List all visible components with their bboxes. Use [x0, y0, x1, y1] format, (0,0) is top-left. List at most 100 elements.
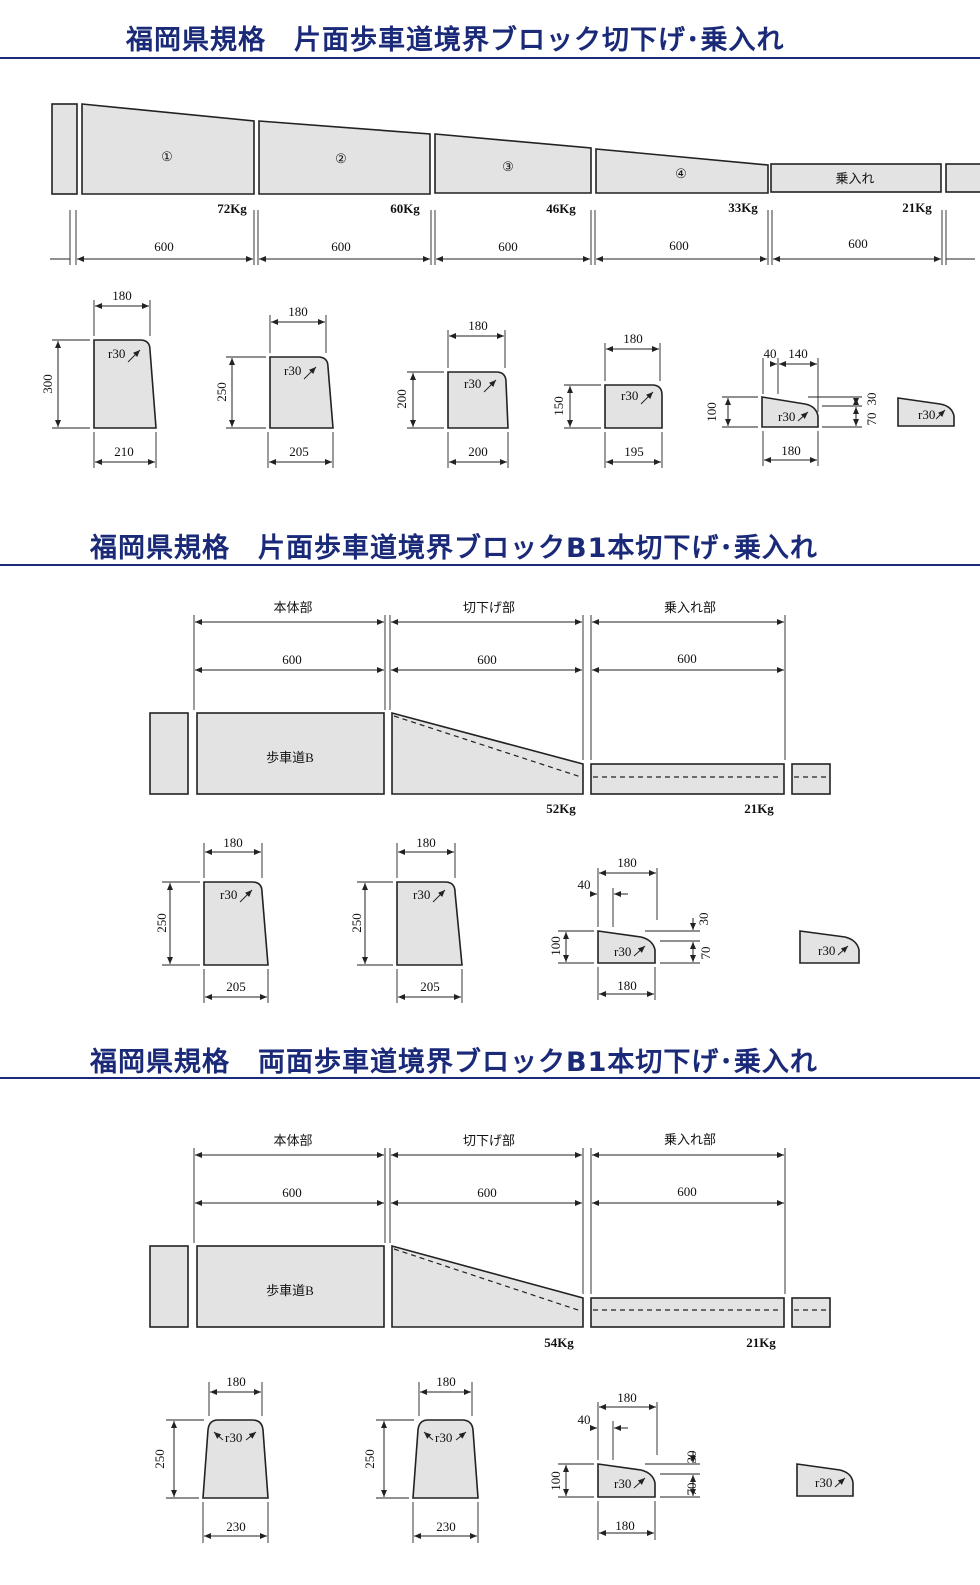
- s3-xsC-a: 40: [578, 1412, 591, 1427]
- s2-xsB-radius: r30: [413, 887, 430, 902]
- s3-entrance-block: [590, 1297, 785, 1328]
- weight-1: 72Kg: [217, 201, 247, 216]
- s2-xsC-bottom: 180: [617, 978, 637, 993]
- s2-xsC-radius: r30: [614, 944, 631, 959]
- xs3-top: 180: [468, 318, 488, 333]
- section-2-rule: [0, 564, 980, 566]
- length-2: 600: [331, 239, 351, 254]
- s3-xsB-top: 180: [436, 1374, 456, 1389]
- section-2-diagram: 本体部 切下げ部 乗入れ部 600 600 600 歩車道B 52Kg 21Kg…: [149, 600, 860, 1003]
- weight-4: 33Kg: [728, 200, 758, 215]
- part-cut-label: 切下げ部: [463, 600, 515, 615]
- section-3-diagram: 本体部 切下げ部 乗入れ部 600 600 600 歩車道B 54Kg 21Kg…: [149, 1132, 854, 1543]
- s3-cut-block: [391, 1244, 584, 1328]
- s2-xsC-height: 100: [548, 936, 563, 956]
- cross-section-4: 180 150 195 r30: [551, 331, 663, 468]
- entrance-radius: r30: [918, 407, 935, 422]
- s2-entrance-radius: r30: [818, 943, 835, 958]
- s2-xsC-top: 180: [617, 855, 637, 870]
- xs2-radius: r30: [284, 363, 301, 378]
- s3-xsA-radius: r30: [225, 1430, 242, 1445]
- s3-length-3: 600: [677, 1184, 697, 1199]
- s2-xsB-bottom: 205: [420, 979, 440, 994]
- s3-xsB-radius: r30: [435, 1430, 452, 1445]
- block-2: [258, 120, 431, 195]
- section-1-title: 福岡県規格 片面歩車道境界ブロック切下げ･乗入れ: [126, 25, 785, 56]
- weight-2: 60Kg: [390, 201, 420, 216]
- s2-weight-cut: 52Kg: [546, 801, 576, 816]
- s2-xsA-height: 250: [154, 913, 169, 933]
- s3-xsA-bottom: 230: [226, 1519, 246, 1534]
- s2-xsC-h1: 70: [698, 947, 713, 960]
- xs3-radius: r30: [464, 376, 481, 391]
- s3-part-cut-label: 切下げ部: [463, 1133, 515, 1148]
- block-entrance-label: 乗入れ: [835, 171, 874, 186]
- s3-length-1: 600: [282, 1185, 302, 1200]
- section-1-diagram: ① ② ③ ④ 乗入れ 72Kg 60Kg 46Kg 33Kg 21Kg 600…: [40, 103, 980, 468]
- xs5-h2: 30: [864, 393, 879, 406]
- xs5-bottom: 180: [781, 443, 801, 458]
- weight-3: 46Kg: [546, 201, 576, 216]
- length-1: 600: [154, 239, 174, 254]
- s3-xsB-height: 250: [362, 1449, 377, 1469]
- xs4-bottom: 195: [624, 444, 644, 459]
- s3-weight-cut: 54Kg: [544, 1335, 574, 1350]
- s2-cross-section-a: 180 250 205 r30: [154, 835, 269, 1003]
- xs1-radius: r30: [108, 346, 125, 361]
- s3-xsC-radius: r30: [614, 1476, 631, 1491]
- section-1-rule: [0, 57, 980, 59]
- s3-xsC-h2: 30: [684, 1451, 699, 1464]
- xs2-bottom: 205: [289, 444, 309, 459]
- length-5: 600: [848, 236, 868, 251]
- s3-cross-section-c: 180 40 100 30 70 180 r30: [548, 1390, 700, 1540]
- cross-section-2: 180 250 205 r30: [214, 304, 334, 468]
- s3-xsA-top: 180: [226, 1374, 246, 1389]
- xs2-height: 250: [214, 382, 229, 402]
- block-3: [434, 133, 592, 194]
- s2-cut-block: [391, 711, 584, 795]
- s2-xsC-a: 40: [578, 877, 591, 892]
- xs3-height: 200: [394, 389, 409, 409]
- block-1-label: ①: [161, 149, 173, 164]
- s3-entrance-profile-small: r30: [796, 1463, 854, 1497]
- s3-xsC-top: 180: [617, 1390, 637, 1405]
- s3-adjacent-right: [791, 1297, 831, 1328]
- cross-section-5: 40 140 100 70 30 180 r30: [704, 346, 879, 466]
- xs5-radius: r30: [778, 409, 795, 424]
- s2-body-label: 歩車道B: [266, 750, 314, 765]
- section-3-title: 福岡県規格 両面歩車道境界ブロックB1本切下げ･乗入れ: [90, 1047, 818, 1078]
- s2-xsB-height: 250: [349, 913, 364, 933]
- s3-xsA-height: 250: [152, 1449, 167, 1469]
- s2-entrance-profile-small: r30: [799, 930, 860, 964]
- xs2-top: 180: [288, 304, 308, 319]
- s2-xsA-bottom: 205: [226, 979, 246, 994]
- s3-part-body-label: 本体部: [273, 1133, 312, 1148]
- s2-length-1: 600: [282, 652, 302, 667]
- xs1-top: 180: [112, 288, 132, 303]
- s3-body-block: [196, 1245, 385, 1328]
- block-4-label: ④: [675, 166, 687, 181]
- xs5-height: 100: [704, 402, 719, 422]
- xs1-height: 300: [40, 374, 55, 394]
- section-3-rule: [0, 1077, 980, 1079]
- part-entrance-label: 乗入れ部: [664, 600, 716, 615]
- s2-xsC-h2: 30: [696, 913, 711, 926]
- s2-cross-section-b: 180 250 205 r30: [349, 835, 463, 1003]
- s3-body-label: 歩車道B: [266, 1283, 314, 1298]
- adjacent-block-right: [945, 163, 980, 193]
- s3-length-2: 600: [477, 1185, 497, 1200]
- block-3-label: ③: [502, 159, 514, 174]
- block-entrance: [770, 163, 942, 193]
- cross-section-1: 180 300 210 r30: [40, 288, 157, 468]
- length-4: 600: [669, 238, 689, 253]
- s2-length-2: 600: [477, 652, 497, 667]
- s2-xsA-radius: r30: [220, 887, 237, 902]
- s3-entrance-radius: r30: [815, 1475, 832, 1490]
- s3-cross-section-b: 180 250 230 r30: [362, 1374, 479, 1543]
- xs5-b: 140: [788, 346, 808, 361]
- xs3-bottom: 200: [468, 444, 488, 459]
- s2-weight-entrance: 21Kg: [744, 801, 774, 816]
- s3-weight-entrance: 21Kg: [746, 1335, 776, 1350]
- cross-section-3: 180 200 200 r30: [394, 318, 509, 468]
- block-2-label: ②: [335, 151, 347, 166]
